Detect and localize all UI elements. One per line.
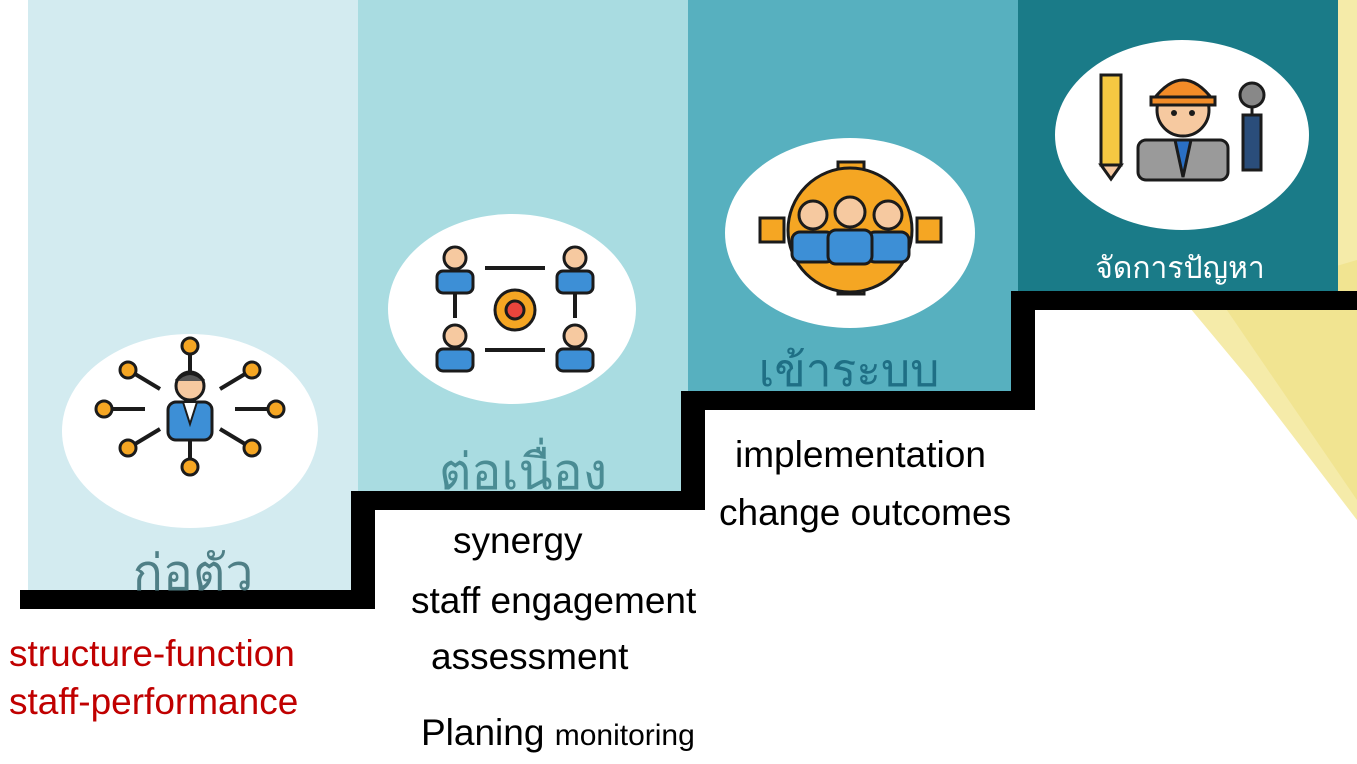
- planing-label: Planing: [421, 712, 545, 753]
- step-2-description-line-3: assessment: [431, 636, 629, 677]
- step-3-description-line-1: implementation: [735, 434, 986, 475]
- step-1-description-line-2: staff-performance: [9, 681, 299, 722]
- step-1-description-line-1: structure-function: [9, 633, 295, 674]
- step-2-footer: Planing monitoring: [421, 712, 695, 755]
- engineer-tools-icon: [1098, 73, 1266, 182]
- step-4-name: จัดการปัญหา: [1095, 251, 1265, 286]
- step-3-description-line-2: change outcomes: [719, 492, 1012, 533]
- team-gear-icon: [758, 160, 943, 296]
- step-2-description-line-1: synergy: [453, 520, 583, 561]
- step-3-name: เข้าระบบ: [758, 343, 940, 397]
- step-1-name: ก่อตัว: [132, 544, 254, 602]
- monitoring-label: monitoring: [554, 719, 695, 752]
- team-gear-network-icon: [435, 245, 595, 373]
- network-person-icon: [94, 336, 286, 477]
- gear: [493, 288, 537, 332]
- step-2-description-line-2: staff engagement: [411, 580, 697, 621]
- step-2-name: ต่อเนื่อง: [438, 443, 608, 501]
